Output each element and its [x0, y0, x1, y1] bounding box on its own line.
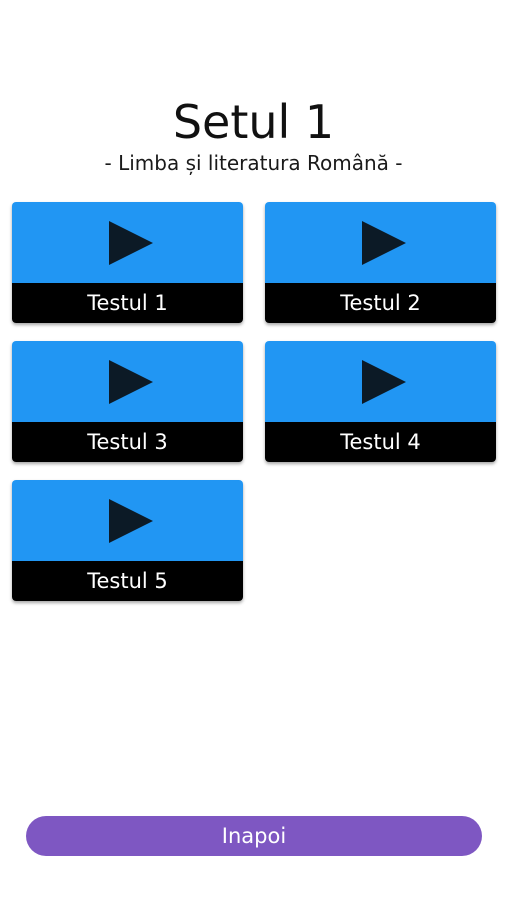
test-grid: Testul 1 Testul 2 Testul 3 Testul 4 Test…	[12, 202, 497, 601]
play-icon	[108, 498, 153, 543]
test-tile-3[interactable]: Testul 3	[12, 341, 243, 462]
tile-thumbnail	[265, 341, 496, 422]
back-button[interactable]: Inapoi	[26, 816, 482, 856]
play-icon	[361, 359, 406, 404]
tile-thumbnail	[12, 202, 243, 283]
play-icon	[108, 359, 153, 404]
tile-label: Testul 5	[12, 561, 243, 601]
tile-label: Testul 1	[12, 283, 243, 323]
play-icon	[108, 220, 153, 265]
page-subtitle: - Limba și literatura Română -	[104, 151, 403, 175]
tile-label: Testul 2	[265, 283, 496, 323]
test-tile-1[interactable]: Testul 1	[12, 202, 243, 323]
tile-thumbnail	[12, 480, 243, 561]
tile-label: Testul 3	[12, 422, 243, 462]
page-title: Setul 1	[172, 95, 335, 149]
play-icon	[361, 220, 406, 265]
test-tile-5[interactable]: Testul 5	[12, 480, 243, 601]
test-tile-2[interactable]: Testul 2	[265, 202, 496, 323]
tile-thumbnail	[12, 341, 243, 422]
test-tile-4[interactable]: Testul 4	[265, 341, 496, 462]
tile-label: Testul 4	[265, 422, 496, 462]
tile-thumbnail	[265, 202, 496, 283]
